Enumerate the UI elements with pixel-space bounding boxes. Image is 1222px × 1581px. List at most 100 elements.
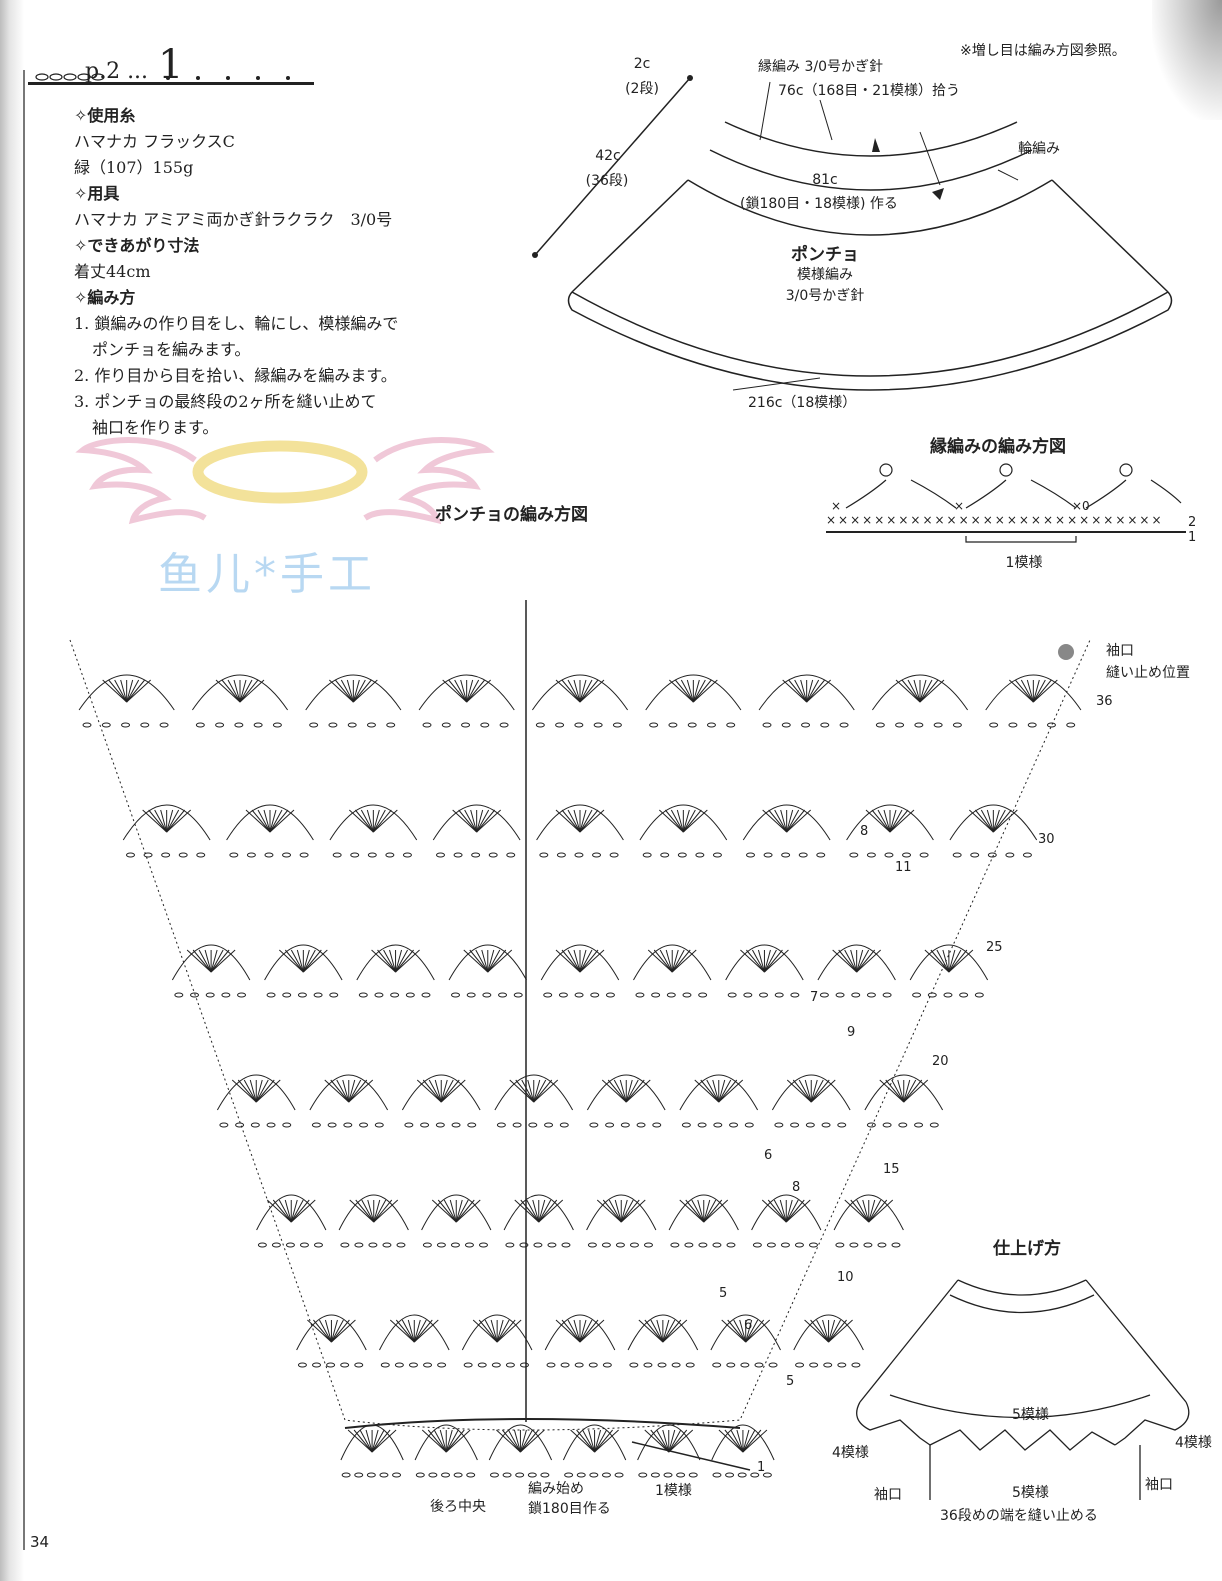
chart-fan-spoke [885, 1079, 905, 1103]
chart-fan-spoke [889, 809, 897, 833]
chart-chain-stitch [394, 1362, 404, 1368]
chart-fan-spoke [608, 1199, 622, 1223]
chart-fan-spoke [674, 679, 694, 703]
chart-fan-spoke [166, 809, 186, 833]
chart-chain-stitch [464, 1242, 474, 1248]
finishing-top-repeat: 5模様 [1012, 1407, 1049, 1423]
chart-chain-stitch [652, 1122, 662, 1128]
chart-chain-stitch [544, 1122, 554, 1128]
chart-chain-stitch [436, 852, 445, 858]
chart-fan-spoke [697, 1199, 705, 1223]
chart-chain-stitch [914, 722, 924, 728]
chart-fan-spoke [745, 1319, 753, 1343]
chart-fan-spoke [440, 1079, 454, 1103]
chart-chain-stitch [408, 1362, 418, 1368]
chart-fan-spoke [454, 679, 468, 703]
chart-chain-stitch [340, 1362, 350, 1368]
chart-arch [401, 1074, 481, 1111]
chart-fan-spoke [862, 1199, 870, 1223]
chart-fan-spoke [126, 679, 134, 703]
chart-chain-stitch [676, 1472, 686, 1478]
chart-fan-spoke [433, 1429, 447, 1453]
chart-arch [494, 1074, 574, 1111]
chart-chain-stitch [358, 992, 368, 998]
chart-fan-spoke [594, 1429, 613, 1453]
chart-fan-spoke [703, 1199, 717, 1223]
chart-fan-spoke [1008, 679, 1034, 703]
chart-chain-stitch [515, 1472, 525, 1478]
chart-chain-stitch [272, 722, 282, 728]
chart-fan-spoke [515, 1079, 535, 1103]
chart-fan-spoke [527, 1079, 535, 1103]
chart-fan-spoke [269, 809, 295, 833]
chart-fan-spoke [718, 1079, 732, 1103]
chart-arch [639, 804, 728, 841]
chart-fan-spoke [227, 679, 241, 703]
chart-arch [191, 674, 289, 711]
chart-fan-spoke [764, 949, 777, 973]
chart-fan-spoke [290, 1199, 304, 1223]
chart-chain-stitch [837, 1122, 847, 1128]
chart-chain-stitch [234, 722, 244, 728]
chart-fan-spoke [1020, 679, 1034, 703]
chart-fan-spoke [779, 1199, 787, 1223]
chart-arch [679, 1074, 759, 1111]
svg-text:×: × [954, 499, 964, 513]
chart-fan-spoke [210, 949, 224, 973]
chart-fan-spoke [395, 1319, 415, 1343]
chart-fan-spoke [579, 1319, 587, 1343]
chart-fan-spoke [538, 1199, 558, 1223]
chart-fan-spoke [496, 1319, 522, 1343]
chart-fan-spoke [355, 1199, 375, 1223]
chart-chain-stitch [605, 1122, 615, 1128]
chart-fan-spoke [290, 949, 304, 973]
chart-fan-spoke [883, 809, 891, 833]
chart-chain-stitch [366, 1472, 376, 1478]
chart-fan-spoke [352, 679, 378, 703]
chart-fan-spoke [567, 679, 581, 703]
chart-chain-stitch [159, 722, 169, 728]
chart-fan-spoke [210, 949, 236, 973]
chart-fan-spoke [785, 1199, 799, 1223]
round-knit-label: 輪編み [1018, 141, 1060, 157]
chart-fan-spoke [712, 1079, 720, 1103]
chart-fan-spoke [653, 949, 673, 973]
chart-fan-spoke [555, 1319, 581, 1343]
chart-chain-stitch [354, 1362, 364, 1368]
chart-arch [264, 944, 343, 981]
chart-chain-stitch [543, 992, 553, 998]
chart-chain-stitch [952, 852, 962, 858]
chart-chain-stitch [488, 852, 498, 858]
chart-fan-spoke [469, 949, 489, 973]
chart-fan-spoke [348, 1079, 356, 1103]
chart-fan-spoke [745, 1319, 759, 1343]
chart-fan-spoke [192, 949, 212, 973]
chart-chain-stitch [533, 1242, 543, 1248]
chart-fan-spoke [239, 679, 247, 703]
chart-chain-stitch [374, 1122, 384, 1128]
chart-chain-stitch [574, 852, 584, 858]
chart-arch [871, 674, 969, 711]
chart-chain-stitch [498, 992, 508, 998]
margin-line [23, 70, 25, 1550]
edging-row-1: 1 [1188, 530, 1197, 545]
chart-fan-spoke [348, 1079, 374, 1103]
chart-chain-stitch [866, 852, 876, 858]
chart-fan-spoke [449, 1199, 457, 1223]
chart-fan-spoke [166, 809, 180, 833]
chart-chain-stitch [422, 1242, 432, 1248]
chart-fan-spoke [625, 1079, 633, 1103]
chart-chain-stitch [480, 722, 490, 728]
chart-chain-stitch [663, 1472, 673, 1478]
chart-fan-spoke [579, 949, 593, 973]
chart-chain-stitch [340, 1242, 350, 1248]
chart-chain-stitch [404, 1122, 414, 1128]
sleeve-title: 袖口 [1106, 643, 1134, 659]
chart-chain-stitch [835, 1242, 845, 1248]
chart-chain-stitch [713, 1122, 723, 1128]
chart-fan-spoke [868, 1199, 888, 1223]
chart-chain-stitch [649, 722, 659, 728]
chart-fan-spoke [613, 1079, 627, 1103]
chart-chain-stitch [660, 852, 670, 858]
chart-fan-spoke [413, 1319, 433, 1343]
